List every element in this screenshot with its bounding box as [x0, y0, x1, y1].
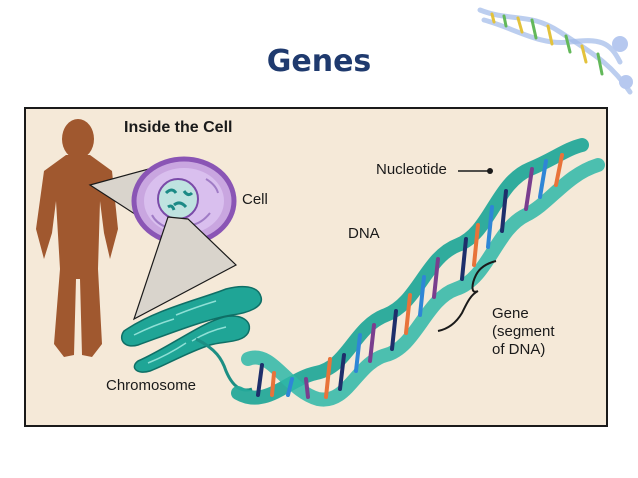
gene-label: Gene (segment of DNA) — [492, 305, 555, 358]
chromosome-icon — [120, 285, 263, 373]
zoom-wedge-chromosome — [132, 216, 238, 321]
diagram-art — [36, 119, 605, 407]
dna-diagram: Inside the Cell Cell Nucleotide DNA Chro… — [24, 107, 608, 427]
cell-icon — [131, 156, 237, 246]
slide-title: Genes — [266, 44, 372, 79]
dna-helix — [231, 138, 605, 407]
nucleotide-label: Nucleotide — [376, 161, 447, 178]
inside-cell-heading: Inside the Cell — [124, 119, 233, 136]
gene-brace — [437, 260, 497, 332]
human-figure-icon — [36, 119, 118, 357]
dna-label: DNA — [348, 225, 380, 242]
dna-clipart-icon — [477, 7, 633, 95]
chromosome-label: Chromosome — [106, 377, 197, 394]
cell-label: Cell — [242, 191, 268, 208]
